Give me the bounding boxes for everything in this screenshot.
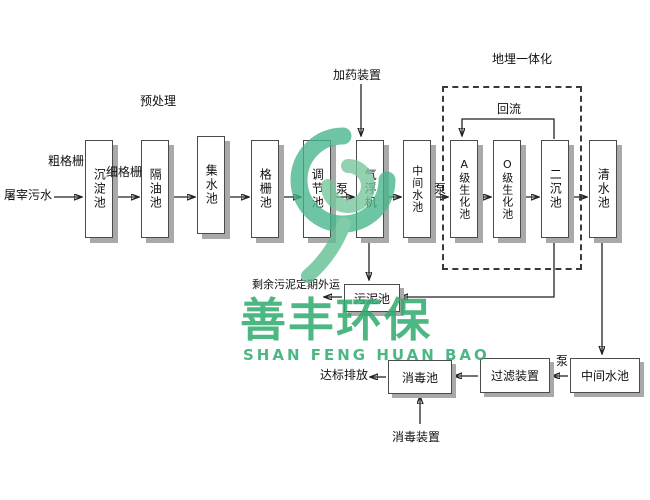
buried-unit-label: 地埋一体化 bbox=[492, 52, 553, 66]
pump-label-1: 泵 bbox=[336, 182, 349, 196]
pretreatment-label: 预处理 bbox=[140, 94, 177, 108]
fine-screen-label: 细格栅 bbox=[106, 165, 143, 179]
node-sedimentation-tank: 沉淀池 bbox=[85, 140, 113, 238]
node-collecting-tank: 集水池 bbox=[197, 136, 225, 234]
node-sludge-tank: 污泥池 bbox=[344, 284, 400, 312]
pump-label-3: 泵 bbox=[556, 354, 569, 368]
coarse-screen-label: 粗格栅 bbox=[48, 154, 85, 168]
node-filter-device: 过滤装置 bbox=[480, 358, 550, 393]
node-intermediate-tank: 中间水池 bbox=[403, 140, 431, 238]
discharge-label: 达标排放 bbox=[320, 368, 369, 382]
arrow-reflux bbox=[462, 118, 555, 139]
disinfection-device-label: 消毒装置 bbox=[392, 430, 441, 444]
node-o-biochemical-tank: O级生化池 bbox=[493, 140, 521, 238]
excess-sludge-label: 剩余污泥定期外运 bbox=[252, 278, 340, 291]
dosing-device-label: 加药装置 bbox=[333, 68, 382, 82]
node-secondary-sedimentation-tank: 二沉池 bbox=[541, 140, 569, 238]
source-label: 屠宰污水 bbox=[4, 188, 53, 202]
node-a-biochemical-tank: A级生化池 bbox=[450, 140, 478, 238]
node-air-flotation-machine: 气浮机 bbox=[356, 140, 384, 238]
node-intermediate-tank-2: 中间水池 bbox=[570, 358, 640, 393]
pump-label-2: 泵 bbox=[434, 182, 447, 196]
node-regulating-tank: 调节池 bbox=[303, 140, 331, 238]
node-screen-tank: 格栅池 bbox=[251, 140, 279, 238]
reflux-label: 回流 bbox=[497, 102, 522, 116]
node-clear-water-tank: 清水池 bbox=[589, 140, 617, 238]
node-oil-separator-tank: 隔油池 bbox=[141, 140, 169, 238]
node-disinfection-tank: 消毒池 bbox=[388, 360, 452, 394]
buried-unit-group-border bbox=[442, 86, 582, 270]
arrow-secondary-to-sludge bbox=[400, 238, 555, 297]
